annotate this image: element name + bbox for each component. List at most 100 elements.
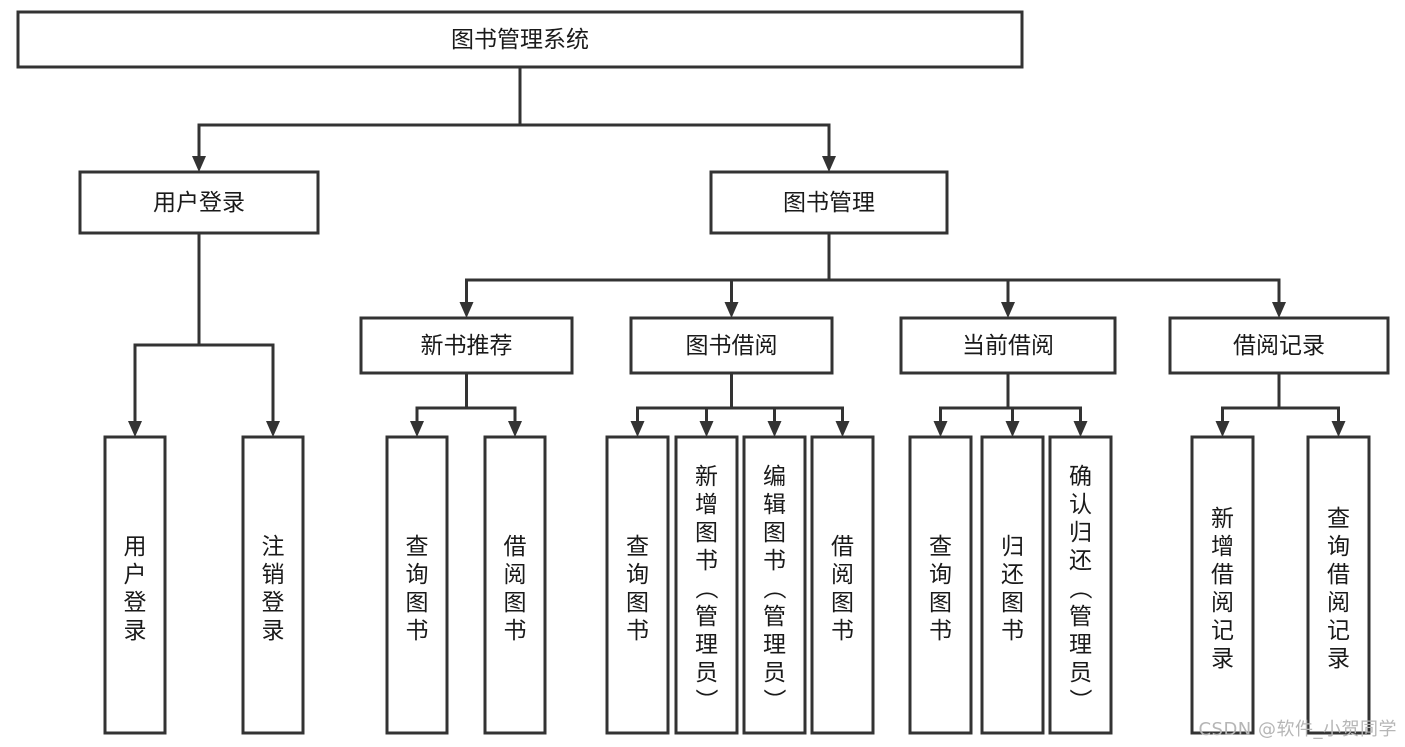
svg-text:理: 理 (695, 632, 718, 658)
svg-text:录: 录 (262, 618, 285, 644)
svg-text:询: 询 (929, 562, 952, 588)
svg-text:图: 图 (929, 590, 952, 616)
svg-text:录: 录 (1327, 646, 1350, 672)
edge-from-l1-1 (459, 231, 1286, 318)
svg-text:（: （ (1067, 577, 1093, 600)
svg-text:登: 登 (262, 590, 285, 616)
svg-text:阅: 阅 (1211, 590, 1234, 616)
svg-text:新: 新 (1211, 506, 1234, 532)
arrow-head-icon (933, 421, 948, 437)
svg-text:归: 归 (1069, 520, 1092, 546)
node-l2-3-借阅记录[interactable]: 借阅记录 (1168, 316, 1390, 375)
svg-text:户: 户 (124, 562, 147, 588)
svg-text:图: 图 (1001, 590, 1024, 616)
svg-text:员: 员 (763, 660, 786, 686)
svg-text:查: 查 (1327, 506, 1350, 532)
svg-text:图: 图 (504, 590, 527, 616)
node-box (1048, 435, 1113, 735)
svg-text:登: 登 (124, 590, 147, 616)
svg-text:还: 还 (1001, 562, 1024, 588)
svg-text:书: 书 (504, 618, 527, 644)
node-l2-1-图书借阅[interactable]: 图书借阅 (629, 316, 834, 375)
svg-text:查: 查 (406, 534, 429, 560)
node-lf-0-用户登录[interactable]: 用户登录 (103, 435, 167, 735)
svg-text:员: 员 (695, 660, 718, 686)
svg-text:阅: 阅 (831, 562, 854, 588)
node-l1-0-用户登录[interactable]: 用户登录 (78, 170, 320, 235)
arrow-head-icon (508, 421, 522, 437)
node-box (742, 435, 807, 735)
svg-text:编: 编 (763, 464, 786, 490)
node-l1-1-图书管理[interactable]: 图书管理 (709, 170, 949, 235)
node-l2-0-新书推荐[interactable]: 新书推荐 (359, 316, 574, 375)
svg-text:）: ） (761, 689, 787, 712)
edge-from-l1-0 (128, 231, 280, 437)
arrow-head-icon (630, 421, 645, 437)
svg-text:）: ） (693, 689, 719, 712)
svg-text:用: 用 (124, 534, 147, 560)
node-box (385, 435, 449, 735)
svg-text:增: 增 (695, 492, 718, 518)
node-root-图书管理系统[interactable]: 图书管理系统 (16, 10, 1024, 69)
node-box (1306, 435, 1371, 735)
svg-text:查: 查 (626, 534, 649, 560)
svg-text:记: 记 (1327, 618, 1350, 644)
svg-text:询: 询 (406, 562, 429, 588)
node-label: 新书推荐 (421, 333, 513, 359)
svg-text:书: 书 (929, 618, 952, 644)
node-label: 当前借阅 (962, 333, 1054, 359)
edge-from-l2-0 (410, 371, 522, 437)
arrow-head-icon (1073, 421, 1088, 437)
arrow-head-icon (835, 421, 850, 437)
arrow-head-icon (1272, 302, 1286, 318)
node-box (629, 316, 834, 375)
node-box (980, 435, 1045, 735)
svg-text:书: 书 (695, 548, 718, 574)
arrow-head-icon (459, 302, 474, 318)
arrow-head-icon (822, 156, 836, 172)
node-label: 图书借阅 (686, 333, 778, 359)
svg-text:辑: 辑 (763, 492, 786, 518)
svg-text:记: 记 (1211, 618, 1234, 644)
node-label: 图书管理系统 (451, 27, 589, 53)
svg-text:图: 图 (831, 590, 854, 616)
node-box (483, 435, 547, 735)
arrow-head-icon (1331, 421, 1346, 437)
node-label: 借阅记录 (1233, 333, 1325, 359)
arrow-head-icon (767, 421, 782, 437)
svg-text:图: 图 (406, 590, 429, 616)
svg-text:书: 书 (626, 618, 649, 644)
svg-text:（: （ (761, 577, 787, 600)
arrow-head-icon (266, 421, 280, 437)
arrow-head-icon (1005, 421, 1020, 437)
node-box (810, 435, 875, 735)
node-box (674, 435, 739, 735)
node-l2-2-当前借阅[interactable]: 当前借阅 (899, 316, 1117, 375)
node-box (605, 435, 670, 735)
node-label: 图书管理 (783, 190, 875, 216)
svg-text:认: 认 (1069, 492, 1092, 518)
svg-text:员: 员 (1069, 660, 1092, 686)
arrow-head-icon (410, 421, 424, 437)
